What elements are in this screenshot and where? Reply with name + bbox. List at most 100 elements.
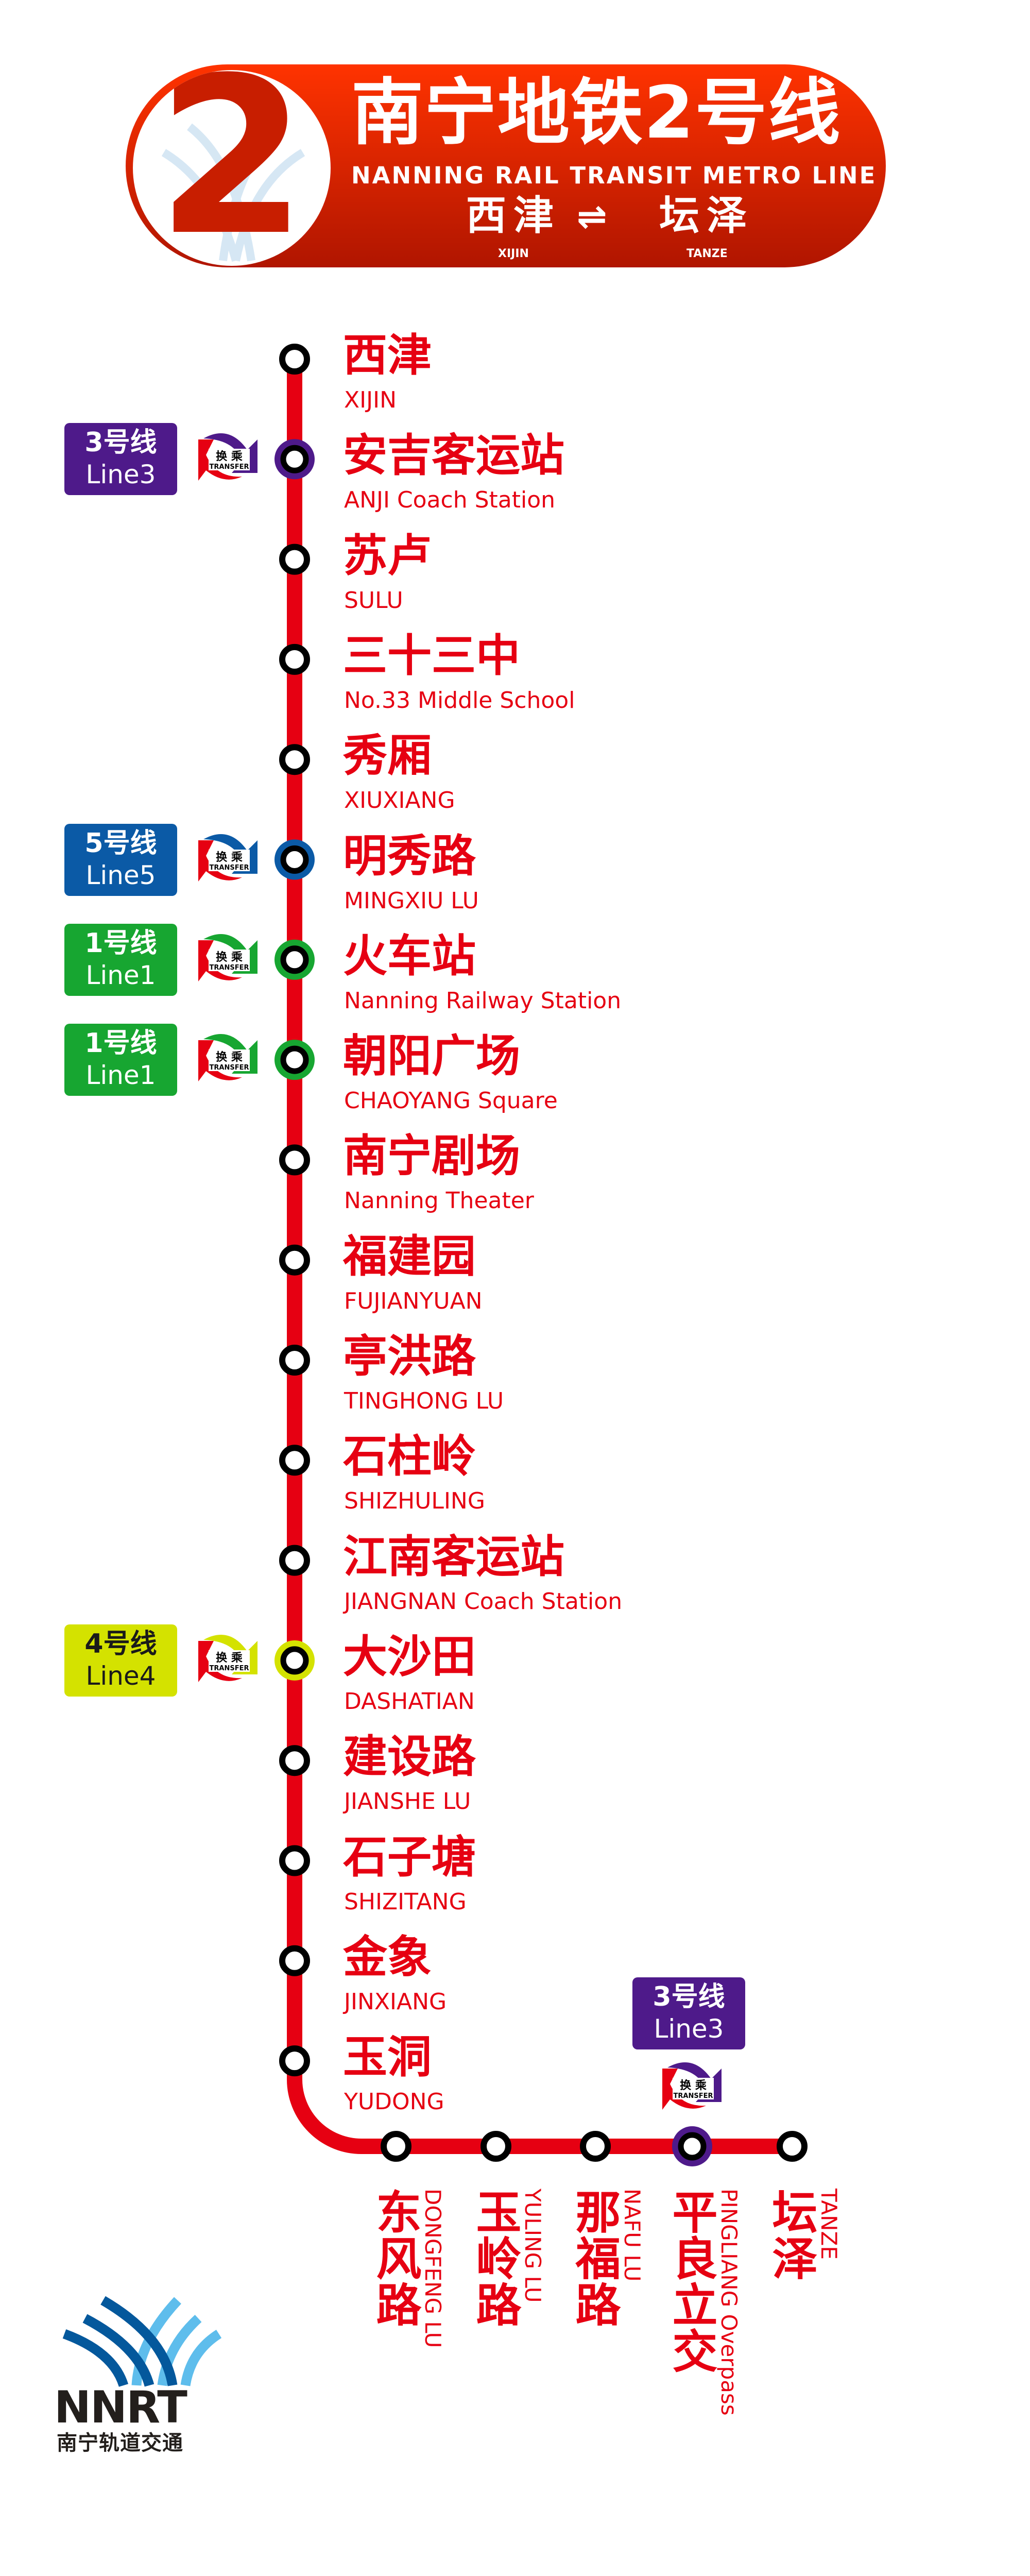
station-name-en: Nanning Theater (344, 1188, 534, 1214)
station-marker[interactable] (279, 2045, 310, 2077)
station-name-zh: 西津 (343, 330, 432, 381)
station-name-zh: 南宁剧场 (343, 1130, 520, 1182)
station-name-zh: 玉洞 (343, 2031, 432, 2083)
svg-text:TRANSFER: TRANSFER (210, 1064, 249, 1072)
arch-decoration-icon (161, 123, 305, 262)
station-name-en: YUDONG (344, 2089, 444, 2115)
station-name-en: TINGHONG LU (344, 1388, 504, 1414)
svg-text:TRANSFER: TRANSFER (210, 864, 249, 872)
station-marker[interactable] (279, 544, 310, 575)
station-marker[interactable] (280, 845, 309, 874)
svg-text:换 乘: 换 乘 (216, 450, 243, 463)
station-name-zh: 安吉客运站 (343, 430, 564, 482)
bidirectional-arrows-icon: ⇌ (577, 195, 607, 238)
station-name-en: TANZE (816, 2189, 842, 2260)
station-name-zh: 东风路 (369, 2189, 422, 2328)
badge-line-en: Line3 (654, 2014, 724, 2044)
station-marker[interactable] (280, 1646, 309, 1675)
station-name-zh: 福建园 (343, 1230, 476, 1282)
logo-subtext: 南宁轨道交通 (57, 2431, 183, 2455)
station-marker[interactable] (280, 945, 309, 974)
station-name-en: JINXIANG (344, 1988, 447, 2015)
svg-text:换 乘: 换 乘 (216, 951, 243, 964)
station-name-zh: 那福路 (568, 2189, 621, 2328)
line-number-badge: 2 (133, 70, 331, 266)
station-marker[interactable] (678, 2132, 707, 2161)
station-name-zh: 明秀路 (343, 830, 476, 882)
page-subtitle: NANNING RAIL TRANSIT METRO LINE 2 (351, 162, 904, 189)
station-marker[interactable] (279, 344, 310, 375)
station-marker[interactable] (279, 1345, 310, 1376)
station-name-zh: 秀厢 (343, 730, 432, 782)
terminus-from-en: XIJIN (498, 247, 529, 260)
station-name-zh: 坛泽 (765, 2189, 818, 2281)
station-marker[interactable] (280, 1045, 309, 1074)
station-marker[interactable] (279, 1445, 310, 1476)
badge-line-zh: 3号线 (84, 427, 157, 459)
station-marker[interactable] (279, 1845, 310, 1876)
station-name-zh: 大沙田 (343, 1631, 476, 1683)
station-name-zh: 平良立交 (665, 2189, 718, 2374)
station-name-en: MINGXIU LU (344, 887, 479, 914)
station-name-en: SHIZHULING (344, 1488, 485, 1515)
station-marker[interactable] (580, 2131, 611, 2162)
svg-text:TRANSFER: TRANSFER (210, 1665, 249, 1672)
station-marker[interactable] (279, 1545, 310, 1576)
station-marker[interactable] (279, 1945, 310, 1976)
badge-line-en: Line1 (85, 960, 156, 990)
station-name-en: JIANSHE LU (344, 1788, 471, 1815)
terminus-to-en: TANZE (686, 247, 728, 260)
svg-text:换 乘: 换 乘 (216, 851, 243, 864)
svg-text:TRANSFER: TRANSFER (210, 964, 249, 972)
station-name-en: DONGFENG LU (420, 2189, 445, 2348)
station-marker[interactable] (279, 643, 310, 675)
station-name-en: SHIZITANG (344, 1888, 467, 1915)
station-marker[interactable] (777, 2131, 808, 2162)
station-name-en: PINGLIANG Overpass (716, 2189, 742, 2416)
svg-text:换 乘: 换 乘 (216, 1050, 243, 1064)
station-name-en: CHAOYANG Square (344, 1088, 558, 1114)
route-line (287, 359, 803, 2154)
svg-text:TRANSFER: TRANSFER (674, 2092, 713, 2100)
svg-text:换 乘: 换 乘 (680, 2079, 707, 2092)
station-name-en: JIANGNAN Coach Station (344, 1588, 623, 1615)
station-marker[interactable] (280, 445, 309, 473)
station-marker[interactable] (279, 1244, 310, 1276)
terminus-from: 西津 (466, 193, 561, 239)
terminus-to: 坛泽 (659, 193, 754, 239)
svg-text:TRANSFER: TRANSFER (210, 463, 249, 471)
station-marker[interactable] (279, 1745, 310, 1776)
station-name-en: DASHATIAN (344, 1688, 475, 1715)
station-marker[interactable] (279, 744, 310, 775)
station-name-zh: 建设路 (343, 1731, 476, 1783)
line-number: 2 (156, 70, 307, 266)
station-name-zh: 三十三中 (343, 630, 520, 682)
station-marker[interactable] (480, 2131, 511, 2162)
badge-line-zh: 5号线 (84, 827, 157, 859)
station-name-zh: 金象 (343, 1931, 432, 1983)
station-marker[interactable] (279, 1144, 310, 1176)
station-marker[interactable] (381, 2131, 411, 2162)
station-name-en: NAFU LU (620, 2189, 645, 2282)
station-name-zh: 石子塘 (343, 1831, 476, 1883)
station-name-en: XIJIN (344, 387, 397, 413)
badge-line-en: Line5 (85, 860, 156, 890)
badge-line-zh: 1号线 (84, 927, 157, 959)
station-name-en: YULING LU (520, 2189, 545, 2303)
station-name-zh: 苏卢 (343, 530, 432, 582)
station-name-zh: 朝阳广场 (343, 1030, 520, 1082)
station-name-en: Nanning Railway Station (344, 987, 622, 1014)
page-title: 南宁地铁2号线 (351, 71, 842, 155)
logo-text: NNRT (54, 2382, 187, 2433)
svg-text:换 乘: 换 乘 (216, 1651, 243, 1665)
